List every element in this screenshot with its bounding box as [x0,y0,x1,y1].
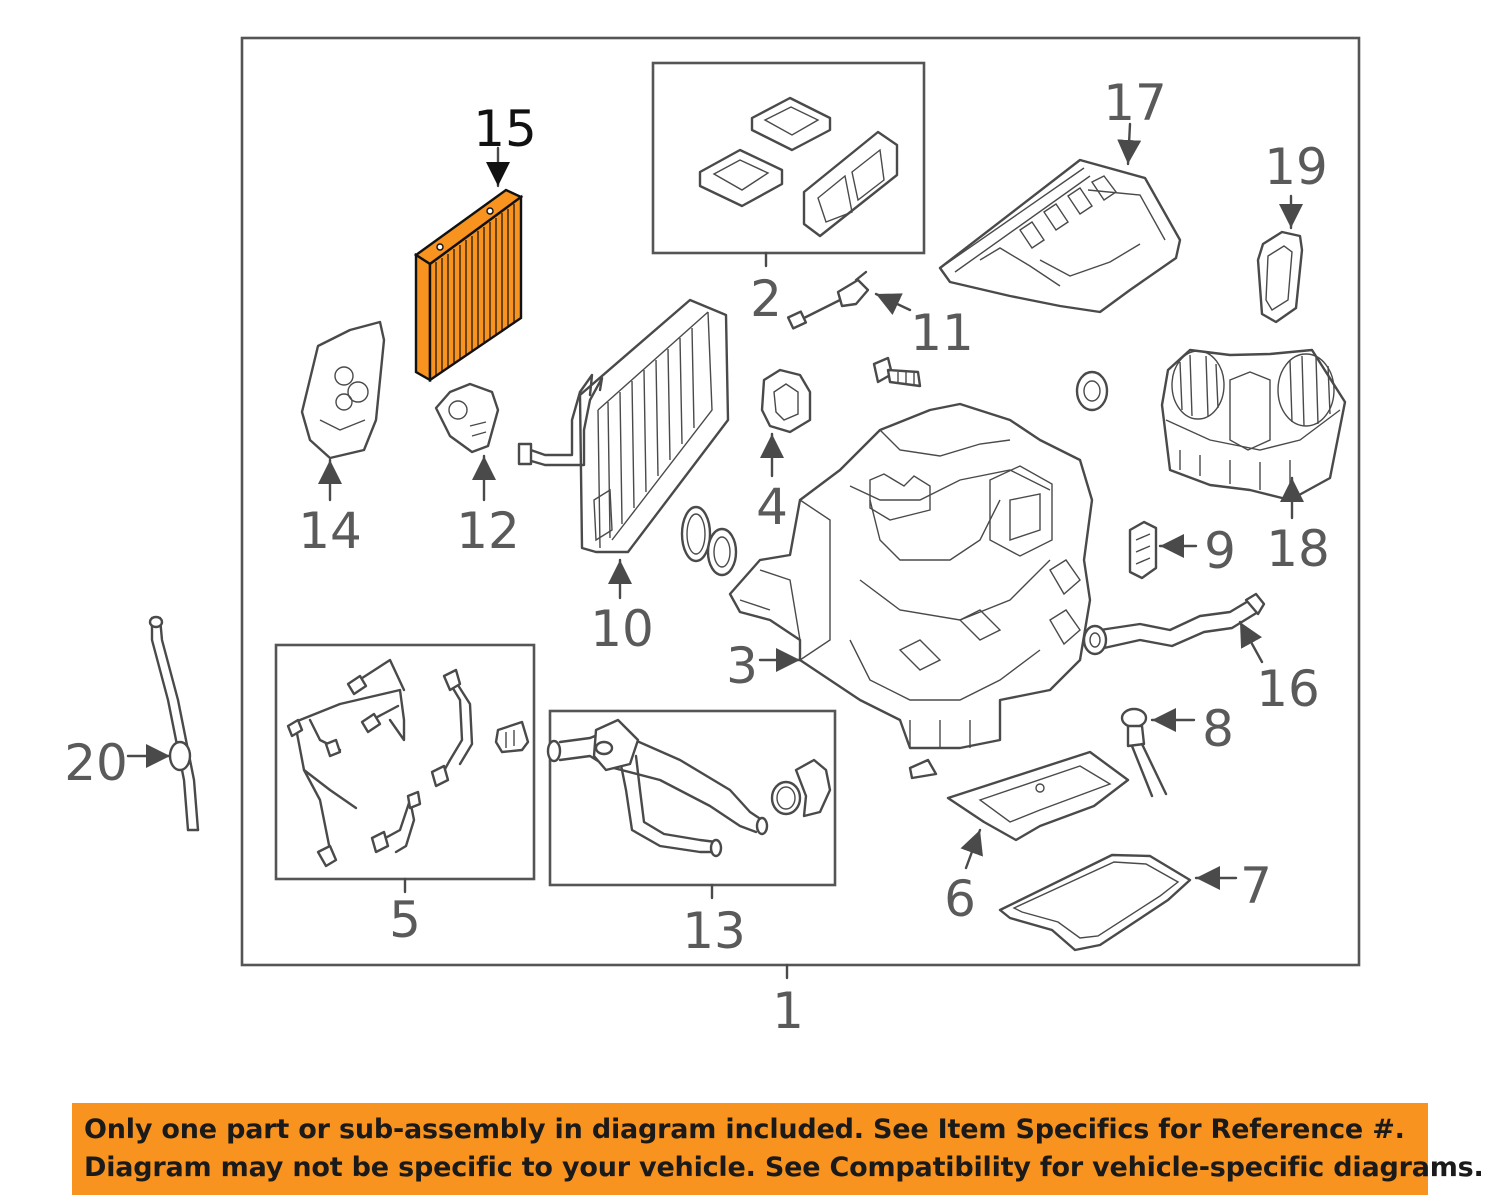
part-16-drain-hose[interactable] [1082,592,1266,656]
assembly-frame [240,36,1361,967]
callout-7: 7 [1240,857,1272,915]
callout-5: 5 [389,891,421,949]
notice-banner: Only one part or sub-assembly in diagram… [72,1103,1484,1195]
callout-18: 18 [1266,520,1330,578]
callout-16: 16 [1256,660,1320,718]
part-7-gasket[interactable] [998,853,1192,952]
callout-6: 6 [944,870,976,928]
callout-15: 15 [473,100,537,158]
part-20-drain-tube[interactable] [148,615,200,832]
callout-1: 1 [772,982,804,1040]
screw[interactable] [872,356,922,388]
part-19-panel[interactable] [1256,230,1304,324]
part-9-clip[interactable] [1128,520,1158,580]
part-5-harness-kit[interactable] [286,658,530,868]
part-18-blower[interactable] [1160,348,1347,502]
callout-14: 14 [298,502,362,560]
part-3-main-housing[interactable] [728,402,1094,750]
part-14-cover[interactable] [300,320,386,460]
part-10-evaporator[interactable] [517,298,738,577]
kit-box-2 [651,61,926,255]
callout-4: 4 [756,478,788,536]
callout-17: 17 [1103,74,1167,132]
callout-13: 13 [682,902,746,960]
callout-12: 12 [456,502,520,560]
part-11-sensor[interactable] [786,270,870,330]
plug[interactable] [1075,370,1109,412]
kit-box-5 [274,643,536,881]
callout-20: 20 [64,734,128,792]
part-4-grommet[interactable] [760,368,812,434]
callout-8: 8 [1202,700,1234,758]
callout-9: 9 [1204,522,1236,580]
callout-11: 11 [910,304,974,362]
part-8-sensor-probe[interactable] [1120,707,1168,798]
parts-diagram: 1 2 3 4 5 6 7 8 9 10 11 12 13 14 15 16 1… [64,36,1361,1040]
part-15-cabin-filter[interactable] [413,188,524,383]
part-13-tube-kit[interactable] [546,718,832,858]
callout-3: 3 [726,637,758,695]
part-2-seal-kit[interactable] [698,96,899,238]
part-6-lower-cover[interactable] [946,750,1130,842]
part-17-upper-housing[interactable] [938,158,1182,314]
kit-box-13 [548,709,837,887]
notice-line-1: Only one part or sub-assembly in diagram… [84,1114,1405,1145]
small-bracket[interactable] [908,758,938,780]
callout-10: 10 [590,600,654,658]
callout-19: 19 [1264,138,1328,196]
part-12-actuator[interactable] [434,382,500,454]
callout-2: 2 [750,270,782,328]
notice-line-2: Diagram may not be specific to your vehi… [84,1152,1484,1183]
